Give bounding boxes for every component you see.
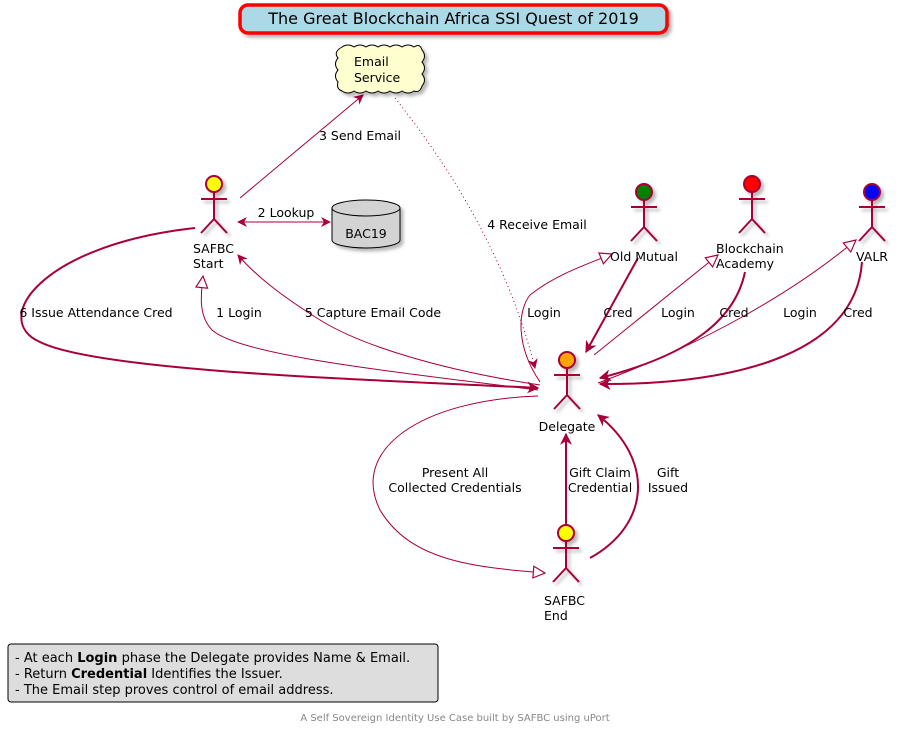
edge-label-gift-issued-line: Issued: [648, 480, 688, 495]
edges: [20, 94, 863, 573]
label-safbc-start-line: SAFBC: [193, 241, 234, 256]
edge-labels: 3 Send Email 4 Receive Email 2 Lookup 6 Iss…: [19, 128, 872, 495]
edge-issue-attendance: [20, 227, 540, 394]
edge-capture-code: [237, 254, 541, 386]
edge-label-present-all-line: Present All: [422, 465, 488, 480]
bac19-label: BAC19: [345, 226, 387, 241]
email-service-line: Service: [354, 70, 401, 85]
actor-blockchain-academy: [738, 175, 766, 234]
edge-label-issue-attendance: 6 Issue Attendance Cred: [19, 305, 172, 320]
label-valr: VALR: [856, 249, 888, 264]
edge-ba-cred: [598, 271, 746, 382]
label-blockchain-academy-line: Blockchain: [716, 241, 784, 256]
legend-note: - At each Login phase the Delegate provi…: [7, 643, 439, 703]
bac19-database: BAC19: [331, 199, 401, 249]
email-service-label: Email Service: [354, 54, 401, 85]
label-valr-line: VALR: [856, 249, 888, 264]
edge-label-issue-attendance-line: 6 Issue Attendance Cred: [19, 305, 172, 320]
actor-old-mutual: [630, 183, 658, 242]
edge-gift-issued: [589, 414, 640, 559]
edge-label-gift-claim-line: Credential: [568, 480, 632, 495]
edge-label-gift-issued-line: Gift: [657, 465, 679, 480]
edge-label-send-email-line: 3 Send Email: [319, 128, 401, 143]
edge-label-valr-cred: Cred: [843, 305, 872, 320]
edge-label-receive-email-line: 4 Receive Email: [487, 217, 587, 232]
edge-label-ba-login: Login: [661, 305, 695, 320]
edge-valr-login: [597, 240, 856, 384]
edge-label-valr-login-line: Login: [783, 305, 817, 320]
edge-ba-login: [593, 255, 718, 356]
edge-label-valr-login: Login: [783, 305, 817, 320]
note-bold-text: Login: [77, 651, 117, 666]
edge-label-lookup: 2 Lookup: [258, 205, 315, 220]
edge-label-ba-cred: Cred: [719, 305, 748, 320]
diagram-title: The Great Blockchain Africa SSI Quest of…: [238, 3, 669, 35]
actor-delegate: [553, 351, 581, 410]
edge-label-gift-claim-line: Gift Claim: [569, 465, 631, 480]
edge-label-login1: 1 Login: [216, 305, 262, 320]
edge-label-om-login: Login: [527, 305, 561, 320]
edge-label-receive-email: 4 Receive Email: [487, 217, 587, 232]
edge-label-valr-cred-line: Cred: [843, 305, 872, 320]
edge-label-present-all-line: Collected Credentials: [388, 480, 521, 495]
edge-om-cred: [585, 257, 639, 354]
actor-valr: [858, 183, 886, 242]
note-run: - Return: [15, 667, 71, 682]
edge-label-ba-cred-line: Cred: [719, 305, 748, 320]
edge-om-login: [520, 254, 612, 383]
label-old-mutual-line: Old Mutual: [610, 249, 678, 264]
edge-label-om-login-line: Login: [527, 305, 561, 320]
edge-label-login1-line: 1 Login: [216, 305, 262, 320]
label-delegate: Delegate: [539, 419, 596, 434]
label-safbc-end-line: End: [544, 608, 568, 623]
edge-label-lookup-line: 2 Lookup: [258, 205, 315, 220]
edge-present-all: [372, 395, 545, 573]
email-service-cloud: Email Service: [335, 44, 425, 94]
label-delegate-line: Delegate: [539, 419, 596, 434]
edge-send-email: [239, 94, 364, 199]
note-bold-text: Credential: [71, 667, 147, 682]
label-old-mutual: Old Mutual: [610, 249, 678, 264]
email-service-line: Email: [354, 54, 389, 69]
edge-label-ba-login-line: Login: [661, 305, 695, 320]
note-text: - At each Login phase the Delegate provi…: [15, 651, 410, 698]
label-blockchain-academy-line: Academy: [716, 256, 775, 271]
edge-label-capture-code-line: 5 Capture Email Code: [305, 305, 442, 320]
title-text: The Great Blockchain Africa SSI Quest of…: [267, 9, 639, 28]
edge-label-om-cred-line: Cred: [603, 305, 632, 320]
footer-text: A Self Sovereign Identity Use Case built…: [300, 713, 609, 724]
edge-label-capture-code: 5 Capture Email Code: [305, 305, 442, 320]
edge-valr-cred: [598, 261, 863, 391]
actors: [200, 175, 886, 583]
note-run: Identifies the Issuer.: [147, 667, 283, 682]
edge-login-start: [201, 276, 539, 391]
note-run: - The Email step proves control of email…: [15, 683, 334, 698]
actor-safbc-end: [552, 524, 580, 583]
edge-receive-email: [394, 97, 538, 369]
note-run: phase the Delegate provides Name & Email…: [117, 651, 410, 666]
actor-safbc-start: [200, 175, 228, 234]
edge-label-send-email: 3 Send Email: [319, 128, 401, 143]
note-run: - At each: [15, 651, 77, 666]
edge-label-om-cred: Cred: [603, 305, 632, 320]
label-safbc-start-line: Start: [193, 256, 224, 271]
label-safbc-end-line: SAFBC: [544, 593, 585, 608]
